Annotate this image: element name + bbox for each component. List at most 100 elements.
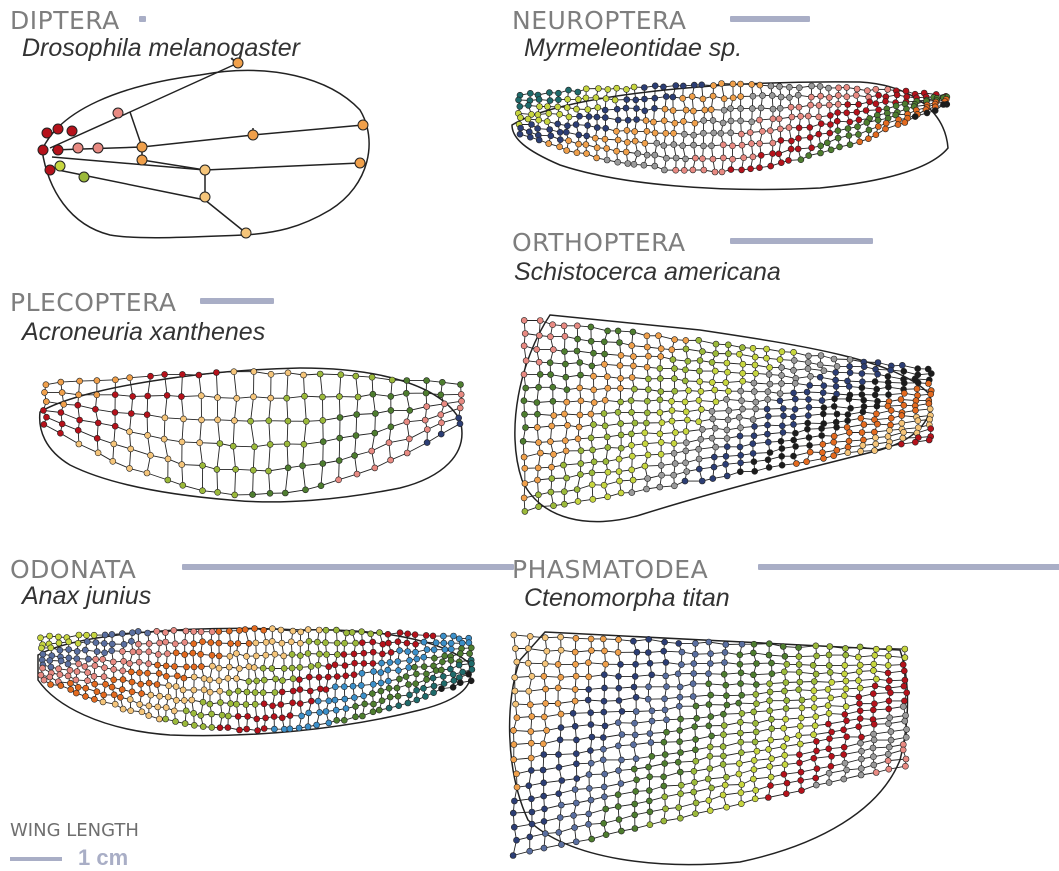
phasmatodea-vein-node: [692, 747, 698, 753]
phasmatodea-vein-node: [676, 805, 682, 811]
phasmatodea-vein-node: [601, 709, 607, 715]
phasmatodea-vein-node: [857, 716, 863, 722]
phasmatodea-vein-node: [709, 733, 715, 739]
phasmatodea-vein-node: [841, 693, 847, 699]
phasmatodea-vein-node: [705, 776, 711, 782]
phasmatodea-vein-node: [616, 673, 622, 679]
phasmatodea-vein-node: [619, 732, 625, 738]
phasmatodea-vein-node: [827, 736, 833, 742]
phasmatodea-vein-node: [826, 780, 832, 786]
phasmatodea-vein-node: [737, 652, 743, 658]
phasmatodea-vein-node: [586, 821, 592, 827]
phasmatodea-vein-node: [630, 638, 636, 644]
phasmatodea-vein-node: [589, 734, 595, 740]
phasmatodea-vein-node: [646, 788, 652, 794]
phasmatodea-vein-node: [720, 792, 726, 798]
phasmatodea-vein-node: [870, 691, 876, 697]
phasmatodea-vein-node: [858, 766, 864, 772]
phasmatodea-vein-node: [677, 815, 683, 821]
phasmatodea-vein-node: [573, 839, 579, 845]
phasmatodea-vein-node: [858, 756, 864, 762]
phasmatodea-vein-node: [514, 771, 520, 777]
phasmatodea-vein-node: [616, 637, 622, 643]
phasmatodea-vein-node: [526, 783, 532, 789]
phasmatodea-vein-node: [739, 692, 745, 698]
phasmatodea-vein-node: [723, 693, 729, 699]
phasmatodea-vein-node: [720, 744, 726, 750]
phasmatodea-vein-node: [649, 672, 655, 678]
phasmatodea-vein-node: [811, 755, 817, 761]
phasmatodea-vein-node: [573, 635, 579, 641]
phasmatodea-vein-node: [826, 770, 832, 776]
phasmatodea-vein-node: [514, 659, 520, 665]
phasmatodea-vein-node: [541, 714, 547, 720]
phasmatodea-vein-node: [676, 703, 682, 709]
phasmatodea-vein-node: [842, 645, 848, 651]
phasmatodea-vein-node: [783, 680, 789, 686]
phasmatodea-vein-node: [664, 684, 670, 690]
phasmatodea-vein-node: [541, 845, 547, 851]
phasmatodea-vein-node: [723, 774, 729, 780]
phasmatodea-vein-node: [798, 769, 804, 775]
phasmatodea-vein-node: [811, 679, 817, 685]
phasmatodea-vein-node: [632, 812, 638, 818]
phasmatodea-vein-node: [528, 729, 534, 735]
scale-label: 1 cm: [78, 845, 128, 871]
phasmatodea-vein-node: [558, 711, 564, 717]
phasmatodea-vein-node: [663, 806, 669, 812]
phasmatodea-vein-node: [813, 643, 819, 649]
phasmatodea-vein-node: [514, 715, 520, 721]
phasmatodea-vein-node: [796, 645, 802, 651]
phasmatodea-vein-node: [616, 685, 622, 691]
phasmatodea-vein-node: [707, 808, 713, 814]
phasmatodea-vein-node: [618, 828, 624, 834]
phasmatodea-vein-node: [586, 785, 592, 791]
phasmatodea-vein-node: [633, 756, 639, 762]
phasmatodea-vein-node: [844, 718, 850, 724]
phasmatodea-vein-node: [662, 761, 668, 767]
phasmatodea-vein-node: [782, 752, 788, 758]
phasmatodea-vein-node: [525, 660, 531, 666]
phasmatodea-vein-node: [871, 731, 877, 737]
phasmatodea-vein-node: [664, 717, 670, 723]
phasmatodea-vein-node: [857, 685, 863, 691]
phasmatodea-vein-node: [753, 729, 759, 735]
phasmatodea-vein-node: [750, 650, 756, 656]
phasmatodea-vein-node: [885, 653, 891, 659]
phasmatodea-vein-node: [679, 649, 685, 655]
phasmatodea-vein-node: [528, 755, 534, 761]
phasmatodea-vein-node: [842, 760, 848, 766]
phasmatodea-vein-node: [814, 748, 820, 754]
phasmatodea-vein-node: [572, 698, 578, 704]
phasmatodea-vein-node: [825, 686, 831, 692]
phasmatodea-vein-node: [542, 661, 548, 667]
phasmatodea-vein-node: [600, 746, 606, 752]
phasmatodea-vein-node: [632, 673, 638, 679]
phasmatodea-vein-node: [902, 655, 908, 661]
phasmatodea-vein-node: [736, 761, 742, 767]
phasmatodea-vein-node: [541, 752, 547, 758]
phasmatodea-vein-node: [589, 836, 595, 842]
phasmatodea-vein-node: [511, 632, 517, 638]
phasmatodea-vein-node: [750, 672, 756, 678]
phasmatodea-vein-node: [706, 702, 712, 708]
phasmatodea-vein-node: [812, 723, 818, 729]
phasmatodea-vein-node: [841, 752, 847, 758]
phasmatodea-vein-node: [691, 768, 697, 774]
phasmatodea-vein-node: [588, 722, 594, 728]
phasmatodea-vein-node: [904, 690, 910, 696]
phasmatodea-vein-node: [754, 748, 760, 754]
phasmatodea-vein-node: [540, 741, 546, 747]
phasmatodea-vein-node: [527, 702, 533, 708]
phasmatodea-vein-node: [529, 809, 535, 815]
phasmatodea-vein-node: [512, 688, 518, 694]
phasmatodea-vein-node: [706, 671, 712, 677]
phasmatodea-vein-node: [872, 683, 878, 689]
phasmatodea-vein-node: [871, 668, 877, 674]
phasmatodea-vein-node: [720, 753, 726, 759]
phasmatodea-vein-node: [525, 646, 531, 652]
phasmatodea-vein-node: [558, 647, 564, 653]
phasmatodea-vein-node: [767, 708, 773, 714]
phasmatodea-vein-node: [633, 661, 639, 667]
phasmatodea-vein-node: [602, 648, 608, 654]
